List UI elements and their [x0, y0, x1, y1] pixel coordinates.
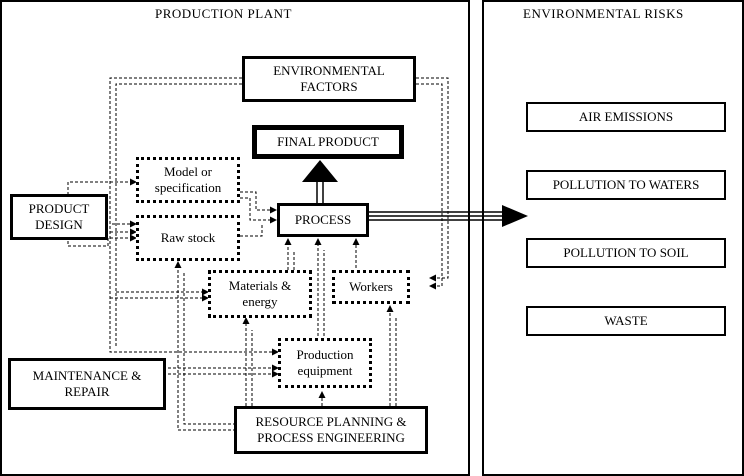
environmental-risks-title: ENVIRONMENTAL RISKS — [523, 6, 684, 21]
raw-stock-box: Raw stock — [136, 215, 240, 261]
arrowhead-up — [302, 160, 338, 182]
production-plant-panel — [0, 0, 470, 476]
process-box: PROCESS — [277, 203, 369, 237]
resource-planning-box: RESOURCE PLANNING & PROCESS ENGINEERING — [234, 406, 428, 454]
production-equipment-box: Production equipment — [278, 338, 372, 388]
materials-energy-box: Materials & energy — [208, 270, 312, 318]
maintenance-repair-box: MAINTENANCE & REPAIR — [8, 358, 166, 410]
air-emissions-box: AIR EMISSIONS — [526, 102, 726, 132]
product-design-box: PRODUCT DESIGN — [10, 194, 108, 240]
waste-box: WASTE — [526, 306, 726, 336]
environmental-risks-panel — [482, 0, 744, 476]
production-plant-title: PRODUCTION PLANT — [155, 6, 292, 21]
final-product-box: FINAL PRODUCT — [252, 125, 404, 159]
workers-box: Workers — [332, 270, 410, 304]
model-specification-box: Model or specification — [136, 157, 240, 203]
pollution-to-soil-box: POLLUTION TO SOIL — [526, 238, 726, 268]
pollution-to-waters-box: POLLUTION TO WATERS — [526, 170, 726, 200]
environmental-factors-box: ENVIRONMENTAL FACTORS — [242, 56, 416, 102]
arrowhead-right — [502, 205, 528, 227]
